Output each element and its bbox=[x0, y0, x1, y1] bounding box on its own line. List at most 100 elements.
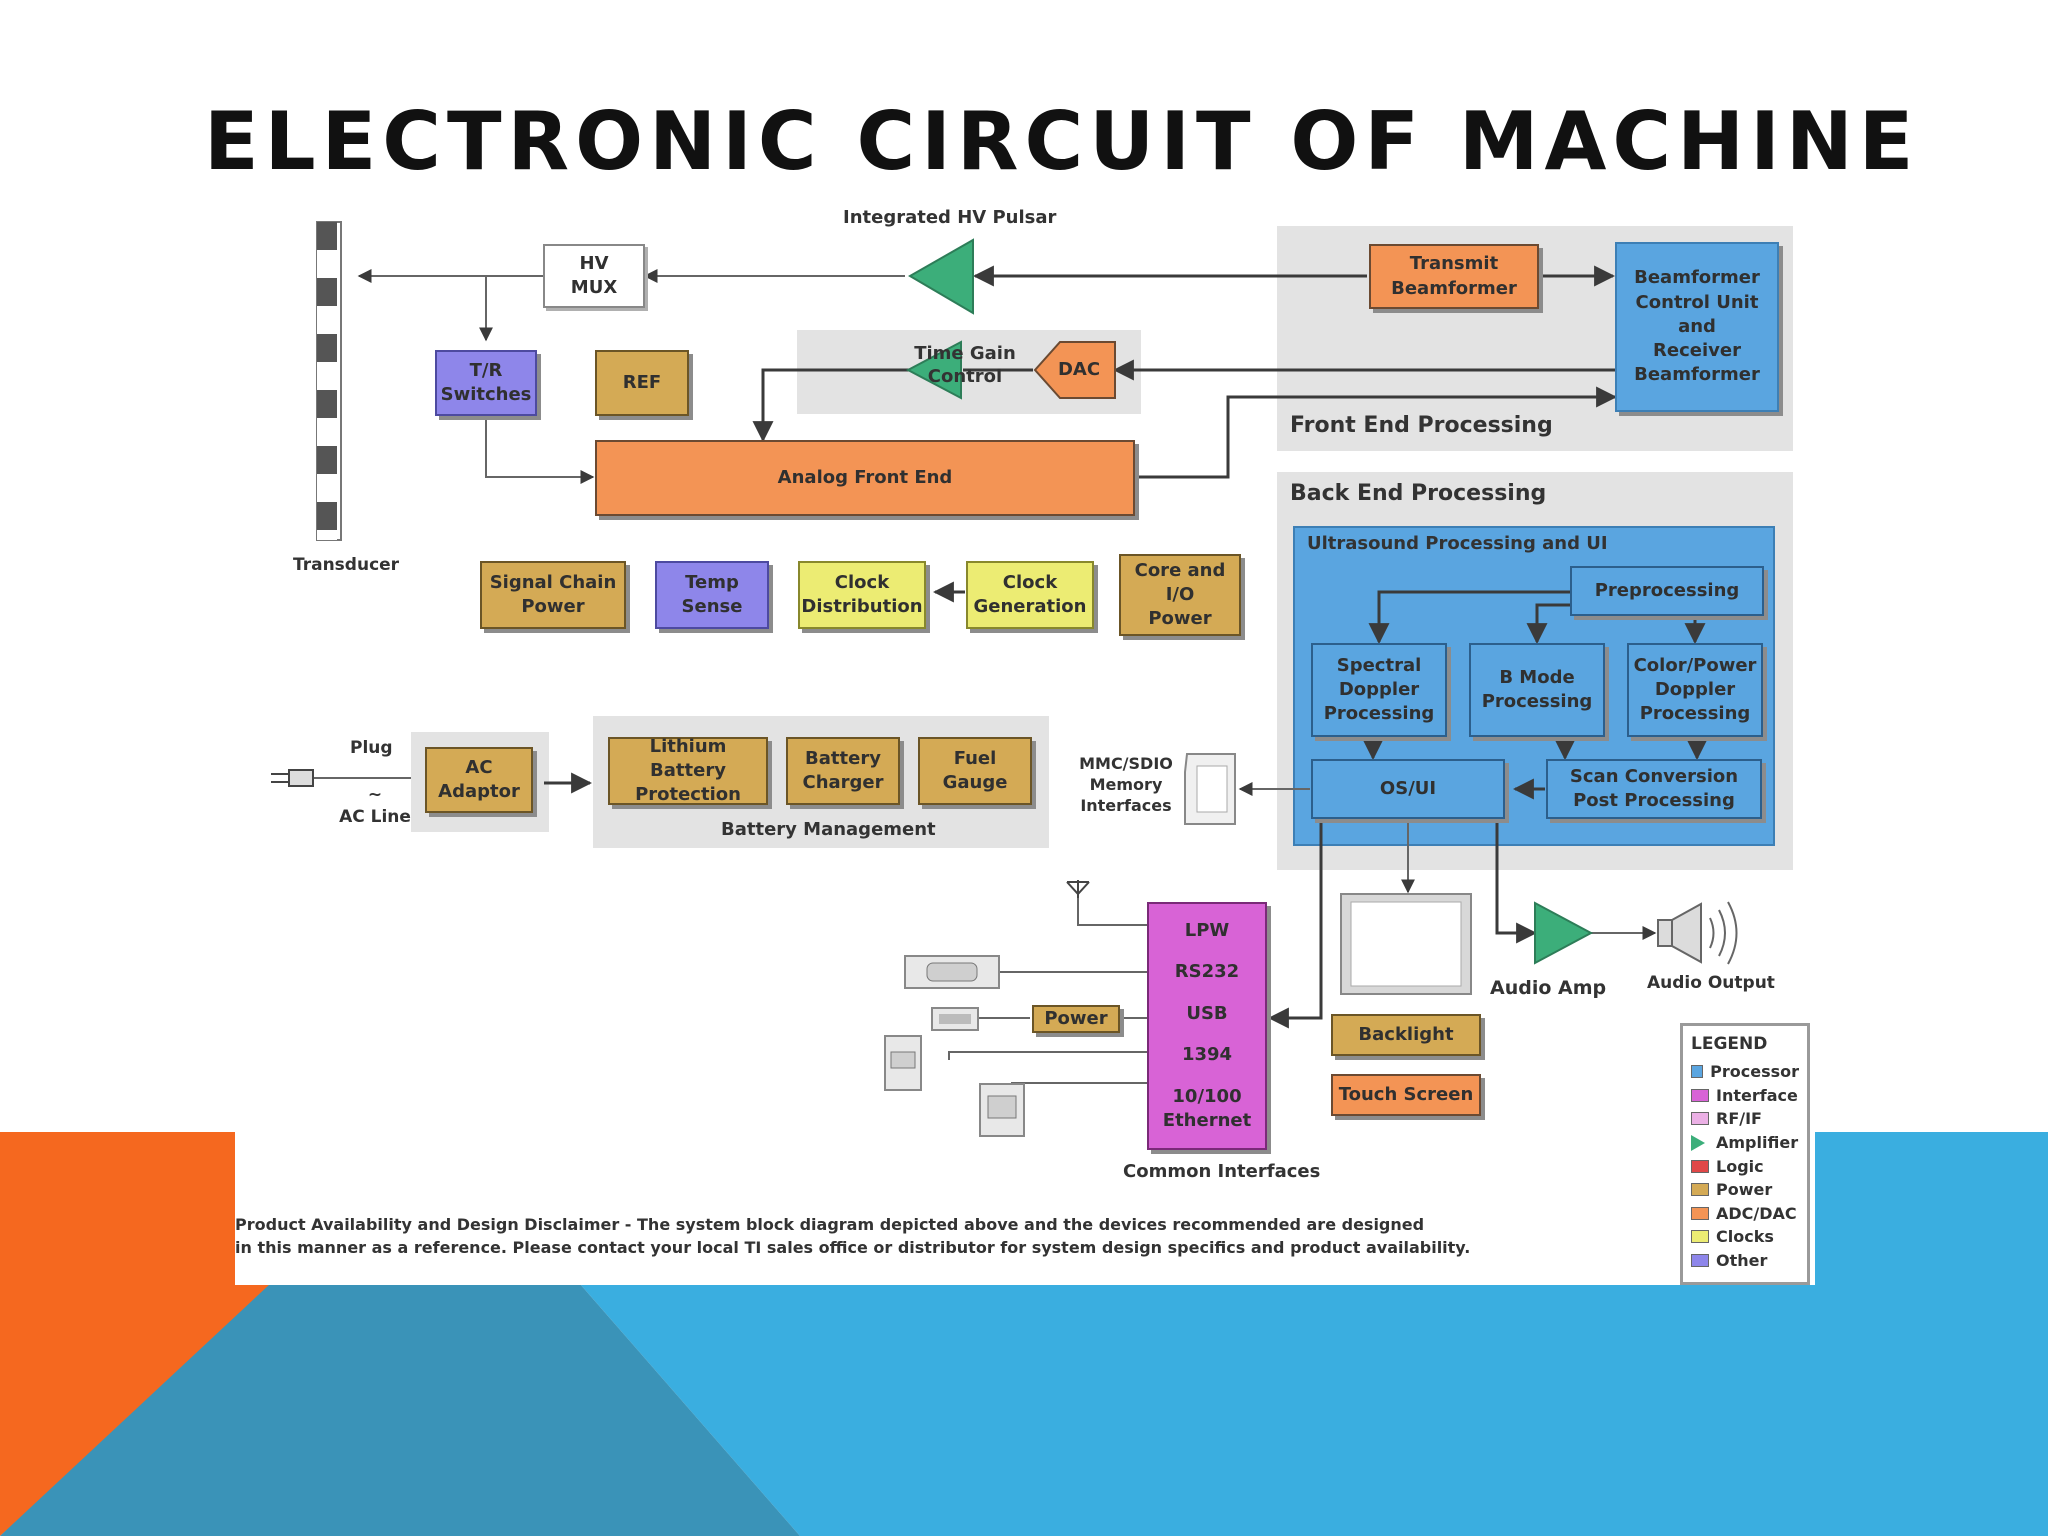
legend-item-label: Interface bbox=[1716, 1085, 1798, 1105]
legend-item-label: Other bbox=[1716, 1251, 1768, 1271]
dac-block-shape bbox=[1033, 341, 1116, 399]
deco-steel-band bbox=[0, 1284, 800, 1536]
ac-line-label: ~ AC Line bbox=[339, 785, 411, 828]
legend-swatch bbox=[1691, 1206, 1709, 1220]
legend-item-label: Power bbox=[1716, 1180, 1773, 1200]
legend-item-label: ADC/DAC bbox=[1716, 1203, 1797, 1223]
temp-sense-block: Temp Sense bbox=[655, 561, 769, 629]
tr-switches-block: T/R Switches bbox=[435, 350, 537, 416]
interface-rs232: RS232 bbox=[1174, 961, 1240, 983]
beamformer-control-block: Beamformer Control Unit and Receiver Bea… bbox=[1615, 242, 1779, 412]
scan-conversion-block: Scan Conversion Post Processing bbox=[1546, 759, 1762, 819]
legend-item: RF/IF bbox=[1691, 1107, 1799, 1131]
legend-swatch bbox=[1691, 1112, 1709, 1126]
power-block: Power bbox=[1032, 1005, 1120, 1033]
lithium-battery-block: Lithium Battery Protection bbox=[608, 736, 768, 805]
wire-tr-afe bbox=[485, 417, 595, 484]
speaker-icon bbox=[1657, 901, 1738, 965]
wire-tgc-afe bbox=[752, 368, 909, 443]
ethernet-port-icon bbox=[979, 1083, 1025, 1137]
battery-charger-block: Battery Charger bbox=[786, 737, 900, 805]
deco-orange-band bbox=[0, 1132, 270, 1536]
ac-adaptor-block: AC Adaptor bbox=[425, 747, 533, 813]
sd-card-icon bbox=[1184, 753, 1236, 825]
transmit-beamformer-block: Transmit Beamformer bbox=[1369, 244, 1539, 309]
interface-ethernet: 10/100 Ethernet bbox=[1162, 1085, 1252, 1132]
dac-block: DAC bbox=[1057, 358, 1101, 380]
transducer-icon bbox=[316, 221, 342, 541]
usb-port-icon bbox=[931, 1007, 979, 1031]
hv-pulsar-label: Integrated HV Pulsar bbox=[843, 207, 1057, 228]
legend-item: Logic bbox=[1691, 1154, 1799, 1178]
hv-pulsar-amplifier bbox=[908, 238, 974, 315]
plug-label: Plug bbox=[350, 738, 393, 758]
legend-item: Interface bbox=[1691, 1084, 1799, 1108]
fuel-gauge-block: Fuel Gauge bbox=[918, 737, 1032, 805]
serial-port-icon bbox=[904, 955, 1000, 989]
mmc-sdio-label: MMC/SDIO Memory Interfaces bbox=[1079, 754, 1173, 815]
back-end-label: Back End Processing bbox=[1290, 481, 1547, 506]
analog-front-end-block: Analog Front End bbox=[595, 440, 1135, 516]
clock-distribution-block: Clock Distribution bbox=[798, 561, 926, 629]
interface-usb: USB bbox=[1186, 1002, 1228, 1024]
slide-title: ELECTRONIC CIRCUIT OF MACHINE bbox=[204, 95, 1920, 188]
audio-amplifier bbox=[1534, 901, 1594, 965]
battery-mgmt-label: Battery Management bbox=[721, 819, 936, 840]
time-gain-label: Time Gain Control bbox=[914, 343, 1016, 388]
preprocessing-block: Preprocessing bbox=[1570, 566, 1764, 616]
legend-item: Power bbox=[1691, 1178, 1799, 1202]
wire-pre-spectral bbox=[1368, 590, 1570, 645]
common-interfaces-block: LPW RS232 USB 1394 10/100 Ethernet bbox=[1147, 902, 1267, 1150]
ultrasound-ui-label: Ultrasound Processing and UI bbox=[1307, 533, 1608, 554]
legend-item: Other bbox=[1691, 1249, 1799, 1273]
audio-output-label: Audio Output bbox=[1647, 973, 1775, 993]
spectral-doppler-block: Spectral Doppler Processing bbox=[1311, 643, 1447, 737]
wire-pre-bmode bbox=[1526, 603, 1570, 645]
os-ui-block: OS/UI bbox=[1311, 759, 1505, 819]
color-power-doppler-block: Color/Power Doppler Processing bbox=[1627, 643, 1763, 737]
wire-osui-amp bbox=[1495, 822, 1538, 944]
wire-antenna bbox=[1077, 896, 1147, 926]
tgc-amplifier bbox=[905, 340, 962, 400]
legend-item-label: Logic bbox=[1716, 1156, 1764, 1176]
legend-swatch bbox=[1691, 1159, 1709, 1173]
interface-1394: 1394 bbox=[1181, 1044, 1233, 1066]
core-io-power-block: Core and I/O Power bbox=[1119, 554, 1241, 636]
firewire-port-icon bbox=[884, 1035, 922, 1091]
legend-title: LEGEND bbox=[1691, 1034, 1768, 1054]
antenna-icon bbox=[1066, 880, 1090, 898]
interface-lpw: LPW bbox=[1184, 919, 1230, 941]
deco-blue-band bbox=[580, 1132, 2048, 1536]
signal-chain-power-block: Signal Chain Power bbox=[480, 561, 626, 629]
clock-generation-block: Clock Generation bbox=[966, 561, 1094, 629]
legend-item: Amplifier bbox=[1691, 1131, 1799, 1155]
legend-item-label: Processor bbox=[1710, 1062, 1799, 1082]
legend-item: Clocks bbox=[1691, 1225, 1799, 1249]
legend-item: Processor bbox=[1691, 1060, 1799, 1084]
disclaimer-text: Product Availability and Design Disclaim… bbox=[235, 1215, 1471, 1258]
legend-item-label: Amplifier bbox=[1716, 1133, 1799, 1153]
legend-swatch bbox=[1691, 1183, 1709, 1197]
backlight-block: Backlight bbox=[1331, 1014, 1481, 1056]
ref-block: REF bbox=[595, 350, 689, 416]
hv-mux-block: HV MUX bbox=[543, 244, 645, 308]
legend-swatch bbox=[1691, 1088, 1709, 1102]
bmode-processing-block: B Mode Processing bbox=[1469, 643, 1605, 737]
front-end-label: Front End Processing bbox=[1290, 413, 1553, 438]
legend-item: ADC/DAC bbox=[1691, 1202, 1799, 1226]
wire-osui-interfaces bbox=[1267, 822, 1323, 1029]
audio-amp-label: Audio Amp bbox=[1490, 977, 1607, 999]
block-diagram: HV MUX Transmit Beamformer Beamformer Co… bbox=[235, 200, 1815, 1285]
legend-swatch bbox=[1691, 1254, 1709, 1268]
common-interfaces-label: Common Interfaces bbox=[1123, 1161, 1321, 1182]
legend-item-label: Clocks bbox=[1716, 1227, 1774, 1247]
plug-icon bbox=[271, 769, 314, 787]
wire-ethernet bbox=[1011, 1082, 1147, 1108]
legend-item-label: RF/IF bbox=[1716, 1109, 1762, 1129]
touch-screen-block: Touch Screen bbox=[1331, 1074, 1481, 1116]
transducer-label: Transducer bbox=[293, 555, 400, 575]
